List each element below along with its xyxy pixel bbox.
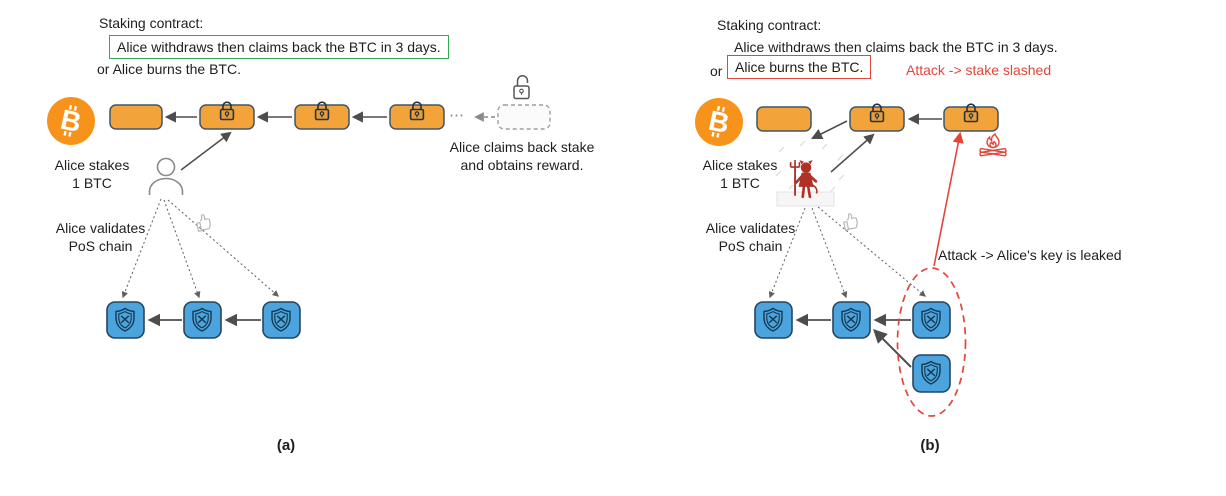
burn-clause-text: Alice burns the BTC. [112,61,241,77]
validate-arrow [817,206,926,297]
stakes-note-line1: Alice stakes [54,157,130,173]
btc-block [109,104,163,130]
leaked-key-ellipse [896,267,967,417]
stake-slashed-note: Attack -> stake slashed [906,62,1052,78]
devil-icon [789,159,818,199]
stakes-note-line1: Alice stakes [702,157,778,173]
sparkles [775,140,845,192]
fork-arrow [873,329,912,368]
validate-arrow [167,199,279,297]
stakes-note-line2: 1 BTC [72,174,112,191]
bitcoin-icon [47,97,95,145]
platform [776,191,835,207]
panel-a-diagram [47,75,551,339]
ellipsis-icon: ⋯ [449,107,465,124]
panel-a-label: (a) [276,437,296,454]
validate-arrow [121,198,162,299]
claims-note: Alice claims back stake and obtains rewa… [422,139,622,175]
person-icon [148,157,184,195]
pending-claim-block [497,104,551,130]
burn-clause-line: or Alice burns the BTC. [97,61,241,79]
bitcoin-icon [695,98,743,146]
campfire-icon [979,132,1007,157]
contract-title: Staking contract: [717,17,822,33]
chain-arrow [810,120,848,140]
thumbs-up-icon [194,212,213,232]
key-leaked-note: Attack -> Alice's key is leaked [938,247,1122,263]
stakes-note: Alice stakes 1 BTC [688,157,792,193]
panel-b-label: (b) [920,437,940,454]
validates-note: Alice validates PoS chain [688,220,813,256]
validate-arrow [768,207,806,299]
or-prefix: or [710,63,723,79]
validates-note: Alice validates PoS chain [38,220,163,256]
or-prefix: or [97,61,110,77]
stake-arrow [830,133,875,173]
withdraw-clause-text: Alice withdraws then claims back the BTC… [734,39,1058,55]
stake-arrow [180,131,232,171]
claims-note-line2: and obtains reward. [460,156,584,173]
validates-note-line2: PoS chain [718,237,783,254]
validates-note-line1: Alice validates [55,220,146,236]
validate-arrow [811,207,848,299]
stakes-note-line2: 1 BTC [720,174,760,191]
thumbs-up-icon [841,211,860,231]
claims-note-line1: Alice claims back stake [449,139,595,155]
attack-arrow [933,131,964,267]
validates-note-line2: PoS chain [68,237,133,254]
validate-arrow [163,199,201,299]
validates-note-line1: Alice validates [705,220,796,236]
withdraw-clause-text: Alice withdraws then claims back the BTC… [117,39,441,55]
burn-clause-highlighted: Alice burns the BTC. [727,55,872,79]
btc-block [756,106,812,132]
panel-b-diagram [695,98,1007,417]
stakes-note: Alice stakes 1 BTC [40,157,144,193]
withdraw-clause-highlighted: Alice withdraws then claims back the BTC… [109,35,449,59]
unlock-icon [513,75,530,100]
burn-clause-text: Alice burns the BTC. [735,59,864,75]
contract-title: Staking contract: [99,15,204,31]
